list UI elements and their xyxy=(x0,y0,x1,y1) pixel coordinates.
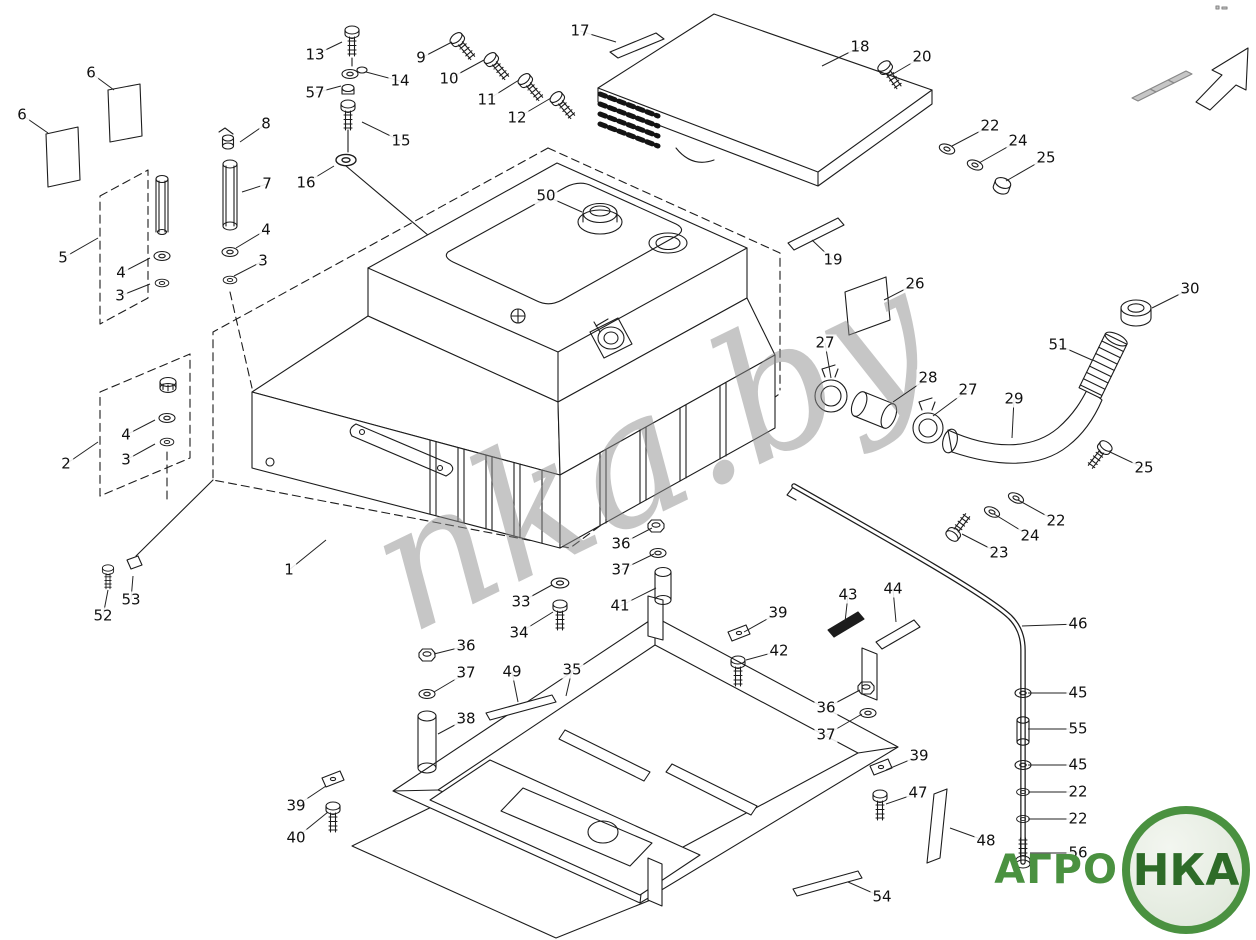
corner-mark xyxy=(1221,6,1228,10)
fuel-tank-lower xyxy=(251,297,776,549)
pad-6a xyxy=(107,83,143,143)
hose-sleeve xyxy=(850,391,898,429)
brand-badge-text: НКА xyxy=(1132,844,1240,896)
left-fittings xyxy=(45,83,253,590)
fuel-tank-upper xyxy=(367,162,748,403)
filler-hose-assembly xyxy=(814,299,1152,544)
filler-neck xyxy=(577,209,623,235)
direction-arrow-icon xyxy=(1131,5,1249,111)
hose-clamp-b xyxy=(912,397,944,444)
brand-logo: АГРО НКА xyxy=(994,806,1250,934)
strip-19 xyxy=(787,217,845,251)
corner-mark xyxy=(1215,5,1220,10)
frame-deck xyxy=(429,759,701,896)
mounting-frame xyxy=(351,595,899,939)
brand-badge: НКА xyxy=(1122,806,1250,934)
hose-clamp-a xyxy=(814,364,848,413)
frame-fasteners xyxy=(321,519,948,897)
cover-panel xyxy=(597,13,1012,336)
brand-word: АГРО xyxy=(994,847,1118,893)
strip-17 xyxy=(609,32,665,59)
pad-6b xyxy=(45,126,81,188)
support-rod xyxy=(786,483,1032,869)
pad-26 xyxy=(844,276,891,336)
filler-strainer xyxy=(1078,331,1128,399)
filler-elbow xyxy=(947,387,1103,464)
filler-cap xyxy=(1120,299,1152,327)
